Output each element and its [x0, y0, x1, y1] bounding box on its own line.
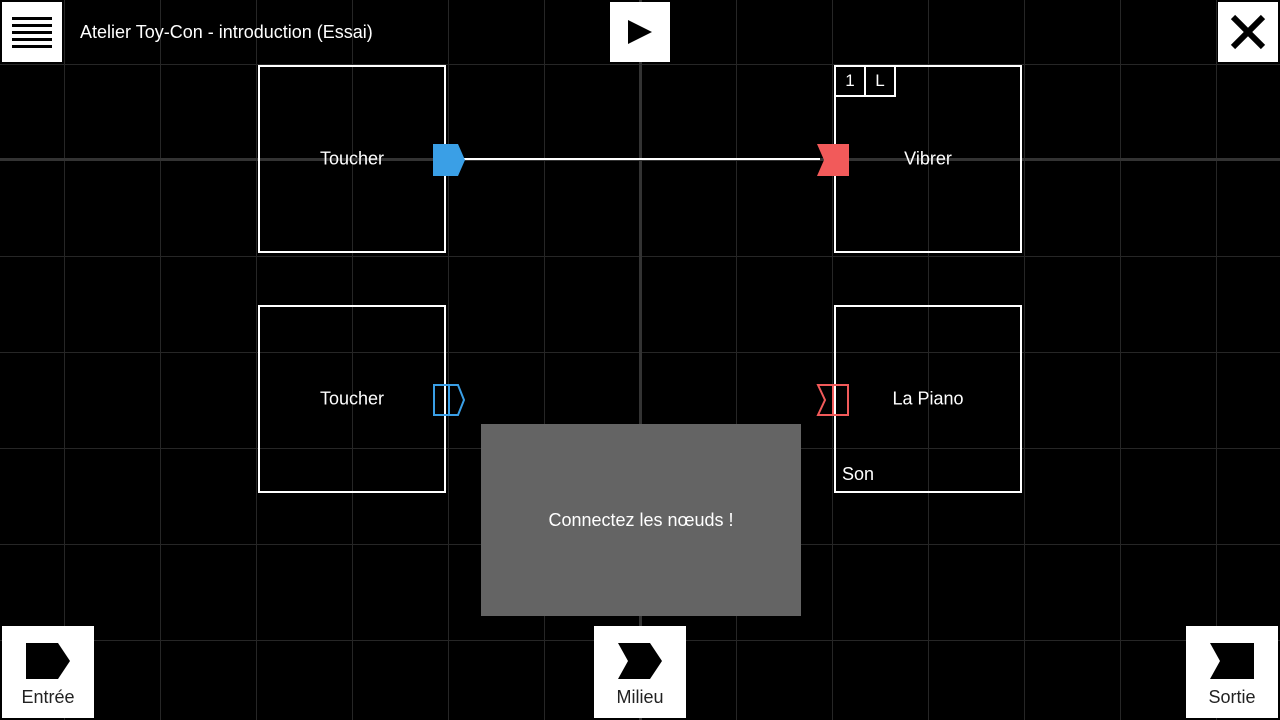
milieu-button[interactable]: Milieu: [594, 626, 686, 718]
output-port-empty-icon[interactable]: [432, 383, 466, 417]
sortie-label: Sortie: [1208, 687, 1256, 707]
vertical-axis: [639, 0, 642, 720]
node-la-piano[interactable]: La Piano Son: [834, 305, 1022, 493]
hint-message: Connectez les nœuds !: [548, 509, 734, 530]
node-toucher-1[interactable]: Toucher: [258, 65, 446, 253]
menu-button[interactable]: [2, 2, 62, 62]
close-icon: [1230, 14, 1266, 50]
input-node-icon: [26, 643, 70, 679]
node-vibrer[interactable]: 1 L Vibrer: [834, 65, 1022, 253]
output-node-icon: [1210, 643, 1254, 679]
connection-wire: [462, 158, 820, 160]
badge-number[interactable]: 1: [836, 67, 866, 97]
page-title: Atelier Toy-Con - introduction (Essai): [80, 22, 373, 42]
close-button[interactable]: [1218, 2, 1278, 62]
node-sub-label: Son: [842, 464, 875, 484]
hint-toast: Connectez les nœuds !: [481, 424, 801, 616]
middle-node-icon: [618, 643, 662, 679]
play-button[interactable]: [610, 2, 670, 62]
milieu-label: Milieu: [616, 687, 664, 707]
node-label: Vibrer: [904, 148, 952, 169]
node-label: Toucher: [319, 388, 385, 409]
output-port-filled-icon[interactable]: [432, 143, 466, 177]
input-port-empty-icon[interactable]: [816, 383, 850, 417]
entree-label: Entrée: [21, 687, 75, 707]
input-port-filled-icon[interactable]: [816, 143, 850, 177]
sortie-button[interactable]: Sortie: [1186, 626, 1278, 718]
badge-row: 1 L: [836, 67, 896, 97]
hamburger-menu-icon: [12, 17, 52, 48]
badge-side[interactable]: L: [866, 67, 896, 97]
node-label: Toucher: [319, 148, 385, 169]
node-label: La Piano: [892, 388, 964, 409]
play-icon: [628, 20, 652, 44]
entree-button[interactable]: Entrée: [2, 626, 94, 718]
node-toucher-2[interactable]: Toucher: [258, 305, 446, 493]
